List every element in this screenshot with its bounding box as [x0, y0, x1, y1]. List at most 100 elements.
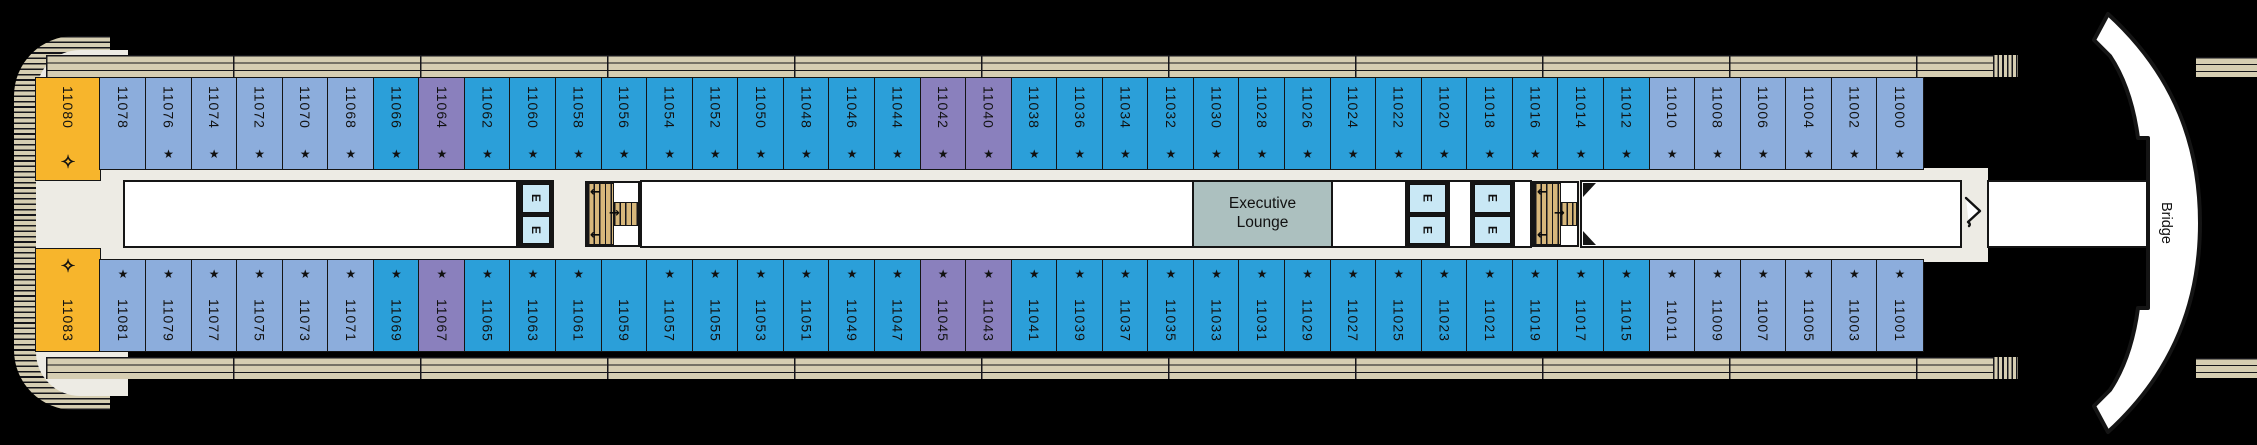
cabin-number: 11025 — [1390, 299, 1407, 342]
cabin-number: 11027 — [1345, 299, 1362, 342]
cabin-11069: ★11069 — [372, 259, 420, 352]
cabin-number: 11049 — [843, 299, 860, 342]
cabin-row-bottom: ✧11083★11081★11079★11077★11075★11073★110… — [35, 248, 1924, 352]
star-icon: ★ — [1165, 267, 1177, 281]
cabin-11053: ★11053 — [737, 259, 785, 352]
star-icon: ★ — [937, 147, 949, 161]
stairway-aft: ← → ← — [585, 181, 640, 247]
cabin-number: 11055 — [707, 299, 724, 342]
cabin-number: 11010 — [1664, 86, 1681, 129]
star-icon: ★ — [1347, 147, 1359, 161]
cabin-number: 11020 — [1436, 86, 1453, 129]
cabin-number: 11017 — [1572, 299, 1589, 342]
cabin-11079: ★11079 — [144, 259, 193, 352]
star-icon: ★ — [1347, 267, 1359, 281]
cabin-number: 11071 — [342, 299, 359, 342]
cabin-number: 11045 — [935, 299, 952, 342]
cabin-number: 11061 — [570, 299, 587, 342]
star-icon: ★ — [1757, 267, 1769, 281]
cabin-number: 11012 — [1618, 86, 1635, 129]
star-icon: ★ — [892, 147, 903, 161]
cabin-11054: 11054★ — [646, 77, 694, 170]
star-icon: ★ — [664, 267, 676, 281]
cabin-11008: 11008★ — [1694, 77, 1742, 170]
cabin-11065: ★11065 — [463, 259, 512, 352]
star-icon: ★ — [983, 267, 995, 281]
cabin-11063: ★ 11063 — [509, 259, 557, 352]
cabin-11023: ★ 11023 — [1420, 259, 1468, 352]
cabin-11004: 11004★ — [1785, 77, 1833, 170]
elevator: E — [522, 215, 550, 244]
star-icon: ★ — [664, 147, 676, 161]
star-icon: ★ — [618, 147, 630, 161]
elevator-block-forward-2: E E — [1470, 180, 1515, 248]
cabin-11026: 11026★ — [1284, 77, 1332, 170]
star-icon: ★ — [1438, 267, 1450, 281]
cabin-11010: 11010★ — [1648, 77, 1696, 170]
cabin-11017: ★11017 — [1557, 259, 1605, 352]
star-icon: ★ — [892, 267, 903, 281]
star-icon: ★ — [709, 267, 721, 281]
star-icon: ★ — [755, 147, 767, 161]
cabin-number: 11046 — [843, 86, 860, 129]
cabin-number: 11069 — [388, 299, 405, 342]
cabin-number: 11001 — [1891, 299, 1908, 342]
star-icon: ★ — [846, 267, 858, 281]
cabin-11060: 11060 ★ — [509, 77, 557, 170]
open-area-mid — [640, 180, 1532, 248]
cabin-11049: ★ 11049 — [828, 259, 876, 352]
cabin-11031: ★11031 — [1238, 259, 1286, 352]
cabin-11042: 11042 ★ — [919, 77, 967, 170]
cabin-11000: 11000★ — [1876, 77, 1924, 170]
cabin-11029: ★11029 — [1284, 259, 1332, 352]
cabin-11059: 11059 — [600, 259, 648, 352]
cabin-11032: 11032★ — [1147, 77, 1195, 170]
star-icon: ★ — [436, 147, 448, 161]
star-icon: ★ — [1530, 147, 1541, 161]
cabin-11067: ★11067 — [418, 259, 466, 352]
cabin-11038: 11038★ — [1010, 77, 1058, 170]
open-area-forward — [1580, 180, 1962, 248]
star-icon: ★ — [801, 147, 812, 161]
cabin-number: 11009 — [1709, 299, 1726, 342]
cabin-11057: ★ 11057 — [646, 259, 694, 352]
cabin-number: 11030 — [1208, 86, 1225, 129]
cabin-number: 11042 — [935, 86, 952, 129]
star-icon: ★ — [1484, 267, 1496, 281]
cabin-number: 11063 — [525, 299, 542, 342]
cabin-number: 11031 — [1254, 299, 1271, 342]
cabin-11080: 11080✧ — [35, 77, 101, 181]
star-icon: ★ — [1712, 147, 1724, 161]
cabin-11051: ★11051 — [782, 259, 830, 352]
cabin-11009: ★11009 — [1694, 259, 1742, 352]
cabin-number: 11034 — [1117, 86, 1134, 129]
top-deck-strip — [46, 55, 1993, 77]
cabin-number: 11057 — [661, 299, 678, 342]
cabin-11006: 11006★ — [1739, 77, 1787, 170]
cabin-number: 11023 — [1436, 299, 1453, 342]
cabin-number: 11083 — [60, 299, 76, 342]
stair-flight — [613, 202, 639, 226]
cabin-11074: 11074★ — [190, 77, 238, 170]
star-icon: ★ — [1803, 267, 1815, 281]
cabin-11081: ★11081 — [99, 259, 147, 352]
star-icon: ★ — [527, 267, 539, 281]
star-icon: ★ — [527, 147, 539, 161]
cabin-number: 11060 — [525, 86, 542, 129]
cabin-11036: 11036★ — [1056, 77, 1104, 170]
cabin-number: 11058 — [570, 86, 587, 129]
cabin-number: 11007 — [1755, 299, 1772, 342]
cabin-11033: ★11033 — [1192, 259, 1241, 352]
cabin-11061: ★11061 — [555, 259, 603, 352]
cabin-number: 11066 — [388, 86, 405, 129]
cabin-number: 11015 — [1618, 299, 1635, 342]
bow-deck-strip-top — [2196, 57, 2257, 77]
diamond-icon: ✧ — [60, 152, 76, 172]
stair-flight — [1560, 202, 1577, 226]
star-icon: ★ — [1530, 267, 1541, 281]
cabin-11016: 11016★ — [1511, 77, 1559, 170]
star-icon: ★ — [163, 267, 174, 281]
cabin-11058: 11058★ — [555, 77, 603, 170]
star-icon: ★ — [1256, 147, 1268, 161]
